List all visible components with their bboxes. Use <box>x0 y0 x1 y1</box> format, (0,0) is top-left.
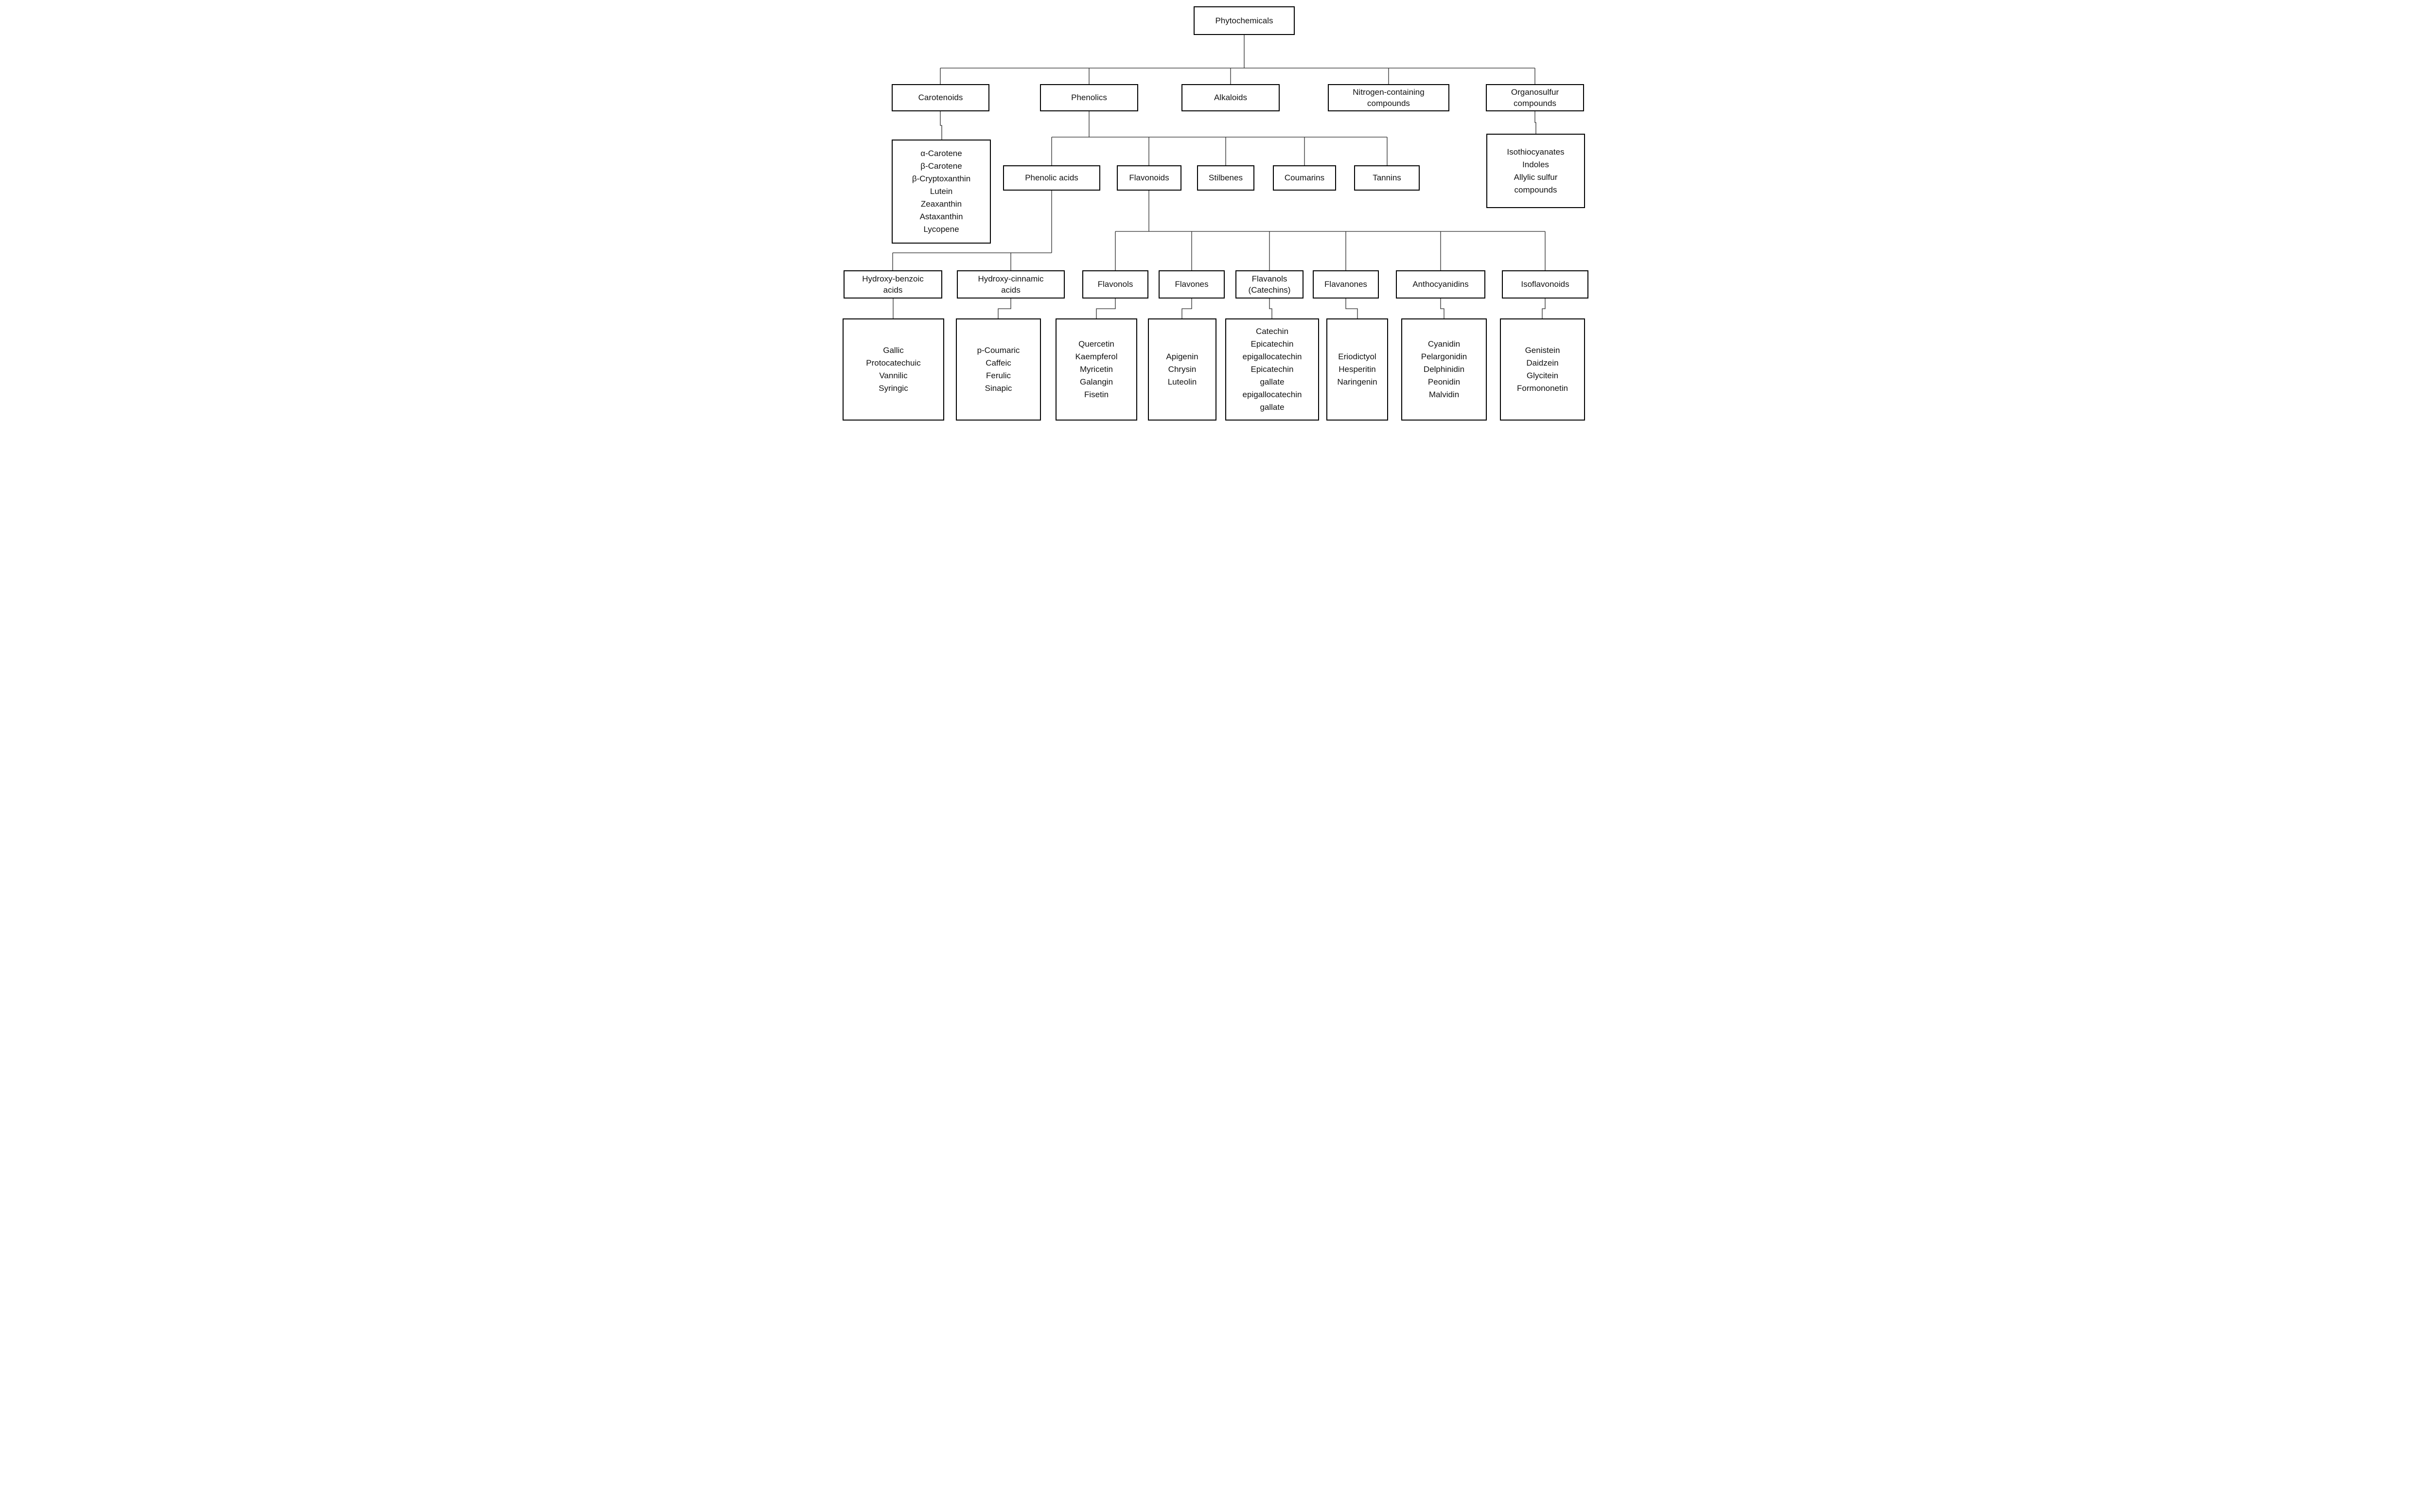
members-flavones: Apigenin Chrysin Luteolin <box>1148 318 1216 421</box>
node-coumarins: Coumarins <box>1273 165 1336 191</box>
node-hydroxy-cinnamic-acids: Hydroxy-cinnamic acids <box>957 270 1065 299</box>
node-flavanols-catechins: Flavanols (Catechins) <box>1235 270 1304 299</box>
connector-carotenoids-members <box>940 111 942 140</box>
node-flavonols: Flavonols <box>1082 270 1148 299</box>
node-flavonoids: Flavonoids <box>1117 165 1181 191</box>
connector-elbow-flavanones-members <box>1345 299 1358 318</box>
node-carotenoids: Carotenoids <box>892 84 989 111</box>
connector-lines <box>892 35 1546 318</box>
node-alkaloids: Alkaloids <box>1181 84 1280 111</box>
members-carotenoids: α-Carotene β-Carotene β-Cryptoxanthin Lu… <box>892 140 991 244</box>
node-organosulfur-compounds: Organosulfur compounds <box>1486 84 1584 111</box>
node-phytochemicals: Phytochemicals <box>1194 6 1295 35</box>
node-isoflavonoids: Isoflavonoids <box>1502 270 1588 299</box>
node-phenolic-acids: Phenolic acids <box>1003 165 1100 191</box>
connector-elbow-hydroxy-cinnamic-members <box>998 299 1011 318</box>
connector-elbow-isoflavonoids-members <box>1542 299 1546 318</box>
members-flavonols: Quercetin Kaempferol Myricetin Galangin … <box>1056 318 1137 421</box>
connector-organosulfur-members <box>1534 111 1536 134</box>
connector-elbow-flavonols-members <box>1096 299 1116 318</box>
members-hydroxy-cinnamic: p-Coumaric Caffeic Ferulic Sinapic <box>956 318 1041 421</box>
node-phenolics: Phenolics <box>1040 84 1138 111</box>
phytochemicals-tree-diagram: Phytochemicals Carotenoids Phenolics Alk… <box>836 0 1595 426</box>
connector-elbow-anthocyanidins-members <box>1440 299 1445 318</box>
node-nitrogen-containing-compounds: Nitrogen-containing compounds <box>1328 84 1449 111</box>
node-stilbenes: Stilbenes <box>1197 165 1254 191</box>
node-flavanones: Flavanones <box>1313 270 1379 299</box>
connector-elbow-flavanols-members <box>1269 299 1272 318</box>
node-anthocyanidins: Anthocyanidins <box>1396 270 1485 299</box>
node-hydroxy-benzoic-acids: Hydroxy-benzoic acids <box>844 270 942 299</box>
members-isoflavonoids: Genistein Daidzein Glycitein Formononeti… <box>1500 318 1585 421</box>
node-flavones: Flavones <box>1159 270 1225 299</box>
node-tannins: Tannins <box>1354 165 1420 191</box>
members-hydroxy-benzoic: Gallic Protocatechuic Vannilic Syringic <box>843 318 944 421</box>
connector-elbow-flavones-members <box>1181 299 1192 318</box>
members-organosulfur: Isothiocyanates Indoles Allylic sulfur c… <box>1486 134 1585 208</box>
members-anthocyanidins: Cyanidin Pelargonidin Delphinidin Peonid… <box>1401 318 1487 421</box>
members-flavanols: Catechin Epicatechin epigallocatechin Ep… <box>1225 318 1319 421</box>
members-flavanones: Eriodictyol Hesperitin Naringenin <box>1326 318 1388 421</box>
